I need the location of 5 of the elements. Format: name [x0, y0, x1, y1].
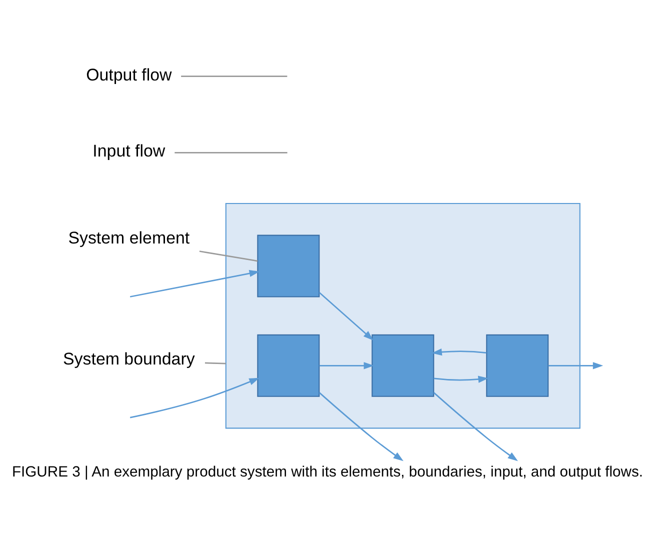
caption: FIGURE 3 | An exemplary product system with its elements, boundaries, input, and output flows. [12, 464, 644, 480]
node-text: Input flow [92, 141, 166, 160]
node-text: System boundary [63, 348, 195, 368]
node-text: System element [68, 228, 190, 248]
node-text: Output flow [86, 64, 172, 84]
